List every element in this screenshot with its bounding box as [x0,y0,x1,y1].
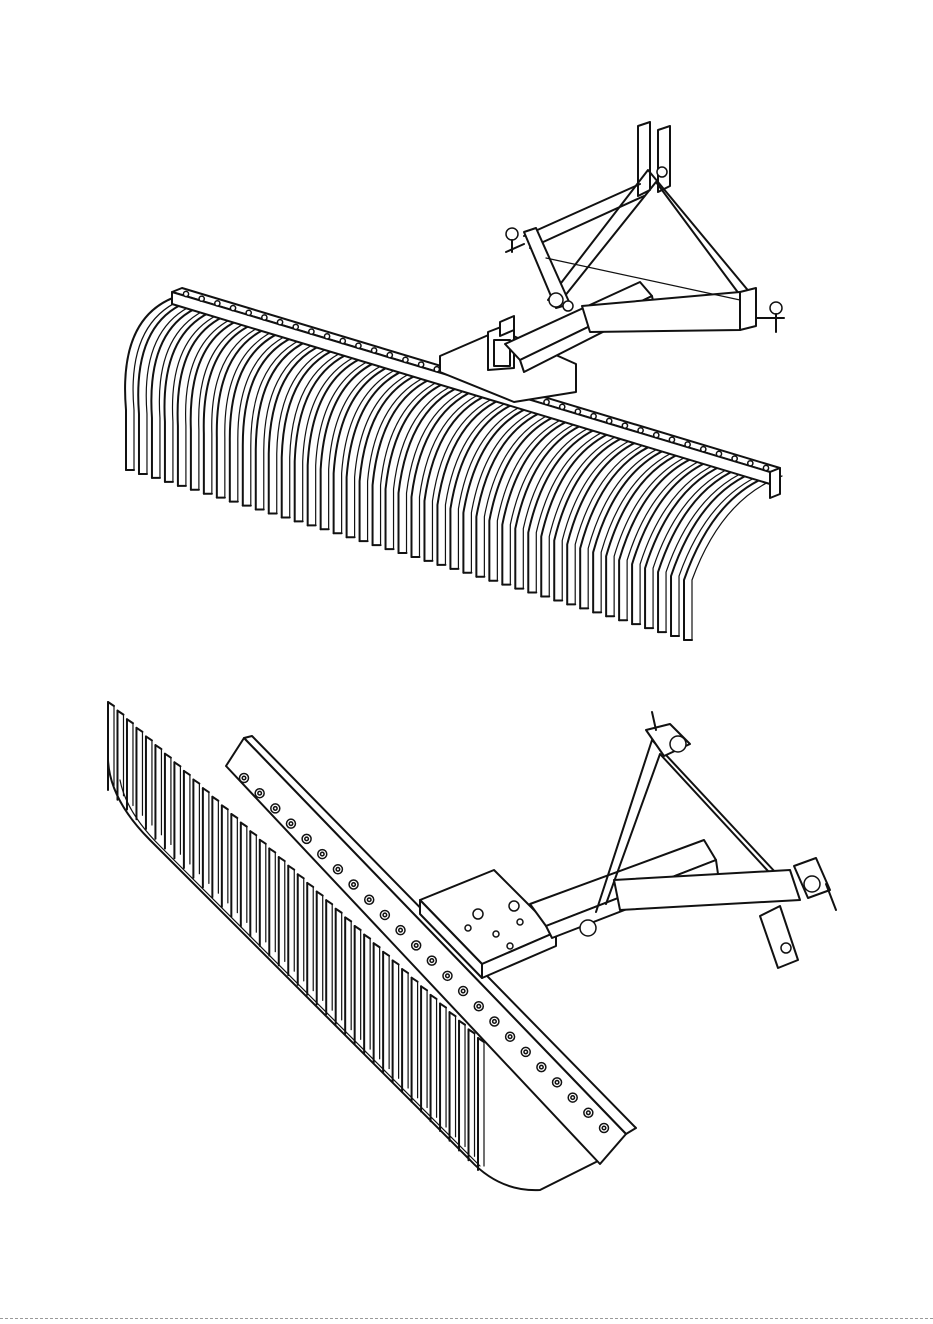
bottom-toolbar-bolt-center [274,807,278,811]
bottom-toolbar-bolt-center [555,1081,559,1085]
bottom-a-frame [596,712,836,968]
bottom-toolbar-bolt-center [540,1065,544,1069]
bottom-toolbar-bolt-center [258,791,262,795]
bottom-toolbar-bolt-center [399,928,403,932]
bottom-toolbar-bolt-center [352,883,356,887]
bottom-toolbar-bolt-center [602,1126,606,1130]
bottom-toolbar-bolt-center [305,837,309,841]
bottom-toolbar-bolt-center [461,989,465,993]
page-bottom-rule [0,1318,933,1319]
bottom-toolbar-bolt-center [336,868,340,872]
bottom-toolbar-bolt-center [242,776,246,780]
bottom-toolbar-bolt-center [289,822,293,826]
bottom-toolbar-bolt-center [414,944,418,948]
bottom-toolbar-bolt-center [524,1050,528,1054]
bottom-toolbar-bolt-center [383,913,387,917]
bottom-toolbar-bolt-center [571,1096,575,1100]
bottom-toolbar-bolt-center [430,959,434,963]
bottom-toolbar-bolt-center [477,1004,481,1008]
bottom-toolbar-bolt-center [367,898,371,902]
bottom-toolbar-bolt-center [493,1020,497,1024]
bottom-tine-base [108,760,596,1190]
bottom-toolbar-bolt-center [446,974,450,978]
bottom-toolbar-bolt-center [320,852,324,856]
bottom-toolbar-bolt-center [587,1111,591,1115]
bottom-toolbar-bolt-center [508,1035,512,1039]
